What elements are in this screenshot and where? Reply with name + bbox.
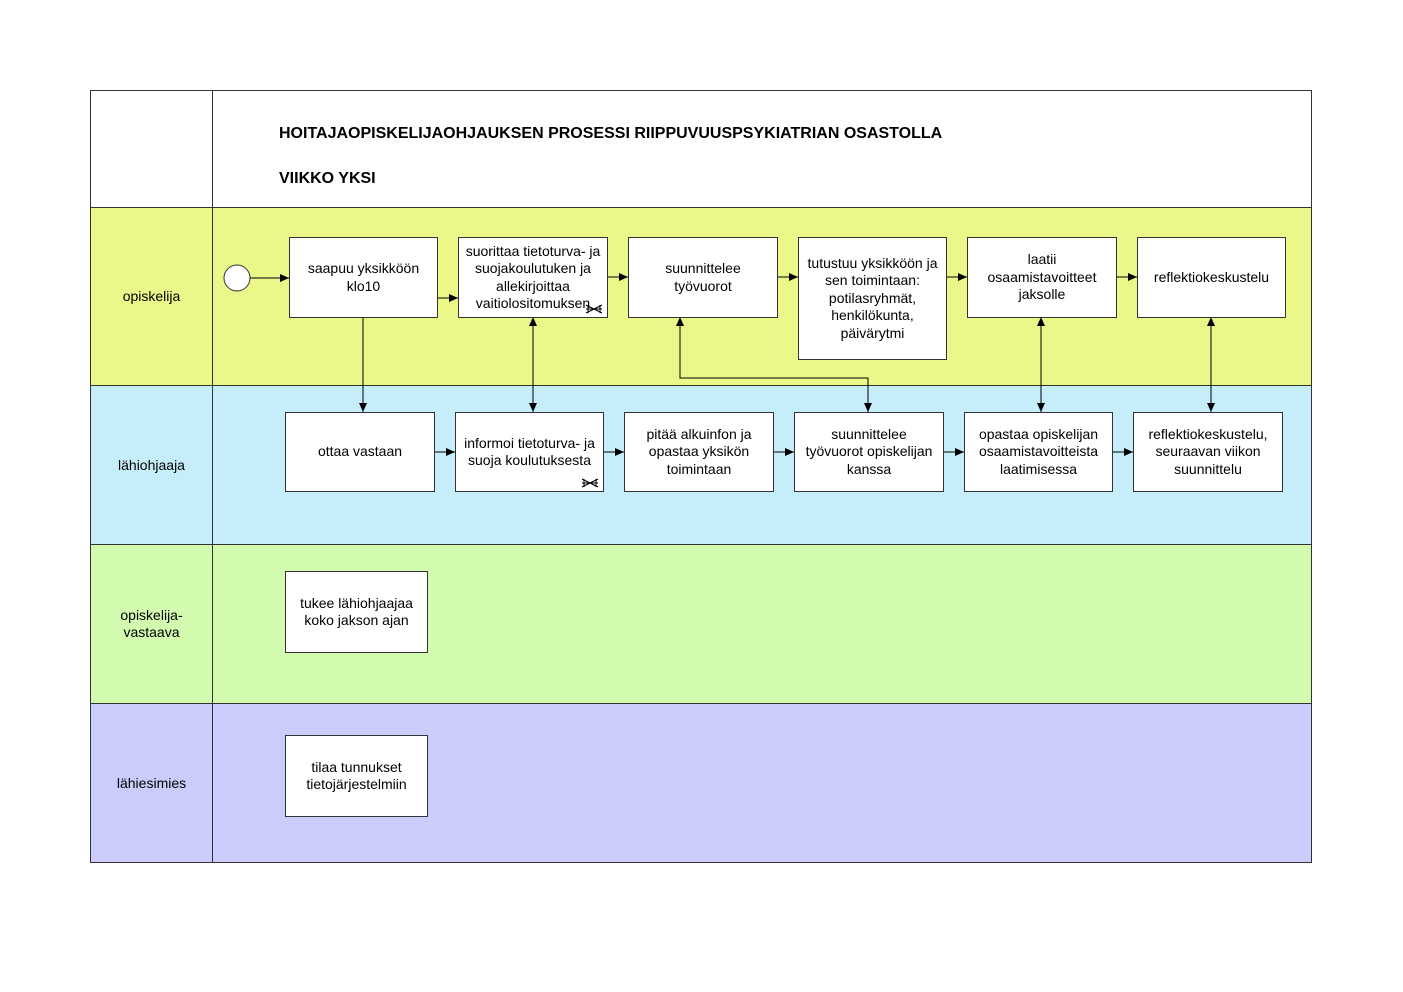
task-tilaa-tunnukset: tilaa tunnukset tietojärjestelmiin — [285, 735, 428, 817]
lane-label: opiskelija- vastaava — [91, 545, 213, 703]
lane-label: opiskelija — [91, 208, 213, 385]
task-tukee-lahiohjaajaa: tukee lähiohjaajaa koko jakson ajan — [285, 571, 428, 653]
task-label: suorittaa tietoturva- ja suojakoulutuken… — [465, 242, 601, 312]
task-reflektiokeskustelu: reflektiokeskustelu — [1137, 237, 1286, 318]
task-saapuu-yksikkoon: saapuu yksikköön klo10 — [289, 237, 438, 318]
lane-label: lähiesimies — [91, 704, 213, 862]
task-label: informoi tietoturva- ja suoja koulutukse… — [464, 434, 595, 469]
task-reflektiokeskustelu-suunnittelu: reflektiokeskustelu, seuraavan viikon su… — [1133, 412, 1283, 492]
task-label: tukee lähiohjaajaa koko jakson ajan — [300, 594, 413, 629]
header-lane-label — [91, 91, 213, 207]
task-suunnittelee-tyovuorot-opiskelijan-kanssa: suunnittelee työvuorot opiskelijan kanss… — [794, 412, 944, 492]
task-label: laatii osaamistavoitteet jaksolle — [987, 251, 1097, 303]
lane-lahiesimies: lähiesimies — [90, 703, 1312, 863]
diagram-subtitle: VIIKKO YKSI — [279, 170, 376, 187]
task-suorittaa-tietoturvakoulutuksen: suorittaa tietoturva- ja suojakoulutuken… — [458, 237, 608, 318]
lane-opiskelijavastaava: opiskelija- vastaava — [90, 544, 1312, 704]
header-lane — [90, 90, 1312, 208]
task-pitaa-alkuinfon: pitää alkuinfon ja opastaa yksikön toimi… — [624, 412, 774, 492]
task-label: reflektiokeskustelu, seuraavan viikon su… — [1148, 425, 1268, 477]
task-label: reflektiokeskustelu — [1153, 268, 1270, 285]
task-opastaa-osaamistavoitteissa: opastaa opiskelijan osaamistavoitteista … — [964, 412, 1113, 492]
task-label: saapuu yksikköön klo10 — [307, 260, 420, 294]
lane-label: lähiohjaaja — [91, 386, 213, 544]
task-label: opastaa opiskelijan osaamistavoitteista … — [978, 425, 1099, 477]
task-suunnittelee-tyovuorot: suunnittelee työvuorot — [628, 237, 778, 318]
task-label: tutustuu yksikköön ja sen toimintaan: po… — [807, 254, 938, 341]
task-label: pitää alkuinfon ja opastaa yksikön toimi… — [646, 425, 752, 477]
task-tutustuu-yksikkoon: tutustuu yksikköön ja sen toimintaan: po… — [798, 237, 947, 360]
task-label: suunnittelee työvuorot opiskelijan kanss… — [805, 425, 933, 477]
task-label: ottaa vastaan — [317, 443, 403, 460]
diagram-title: HOITAJAOPISKELIJAOHJAUKSEN PROSESSI RIIP… — [279, 125, 943, 142]
subprocess-icon — [581, 478, 599, 488]
task-laatii-osaamistavoitteet: laatii osaamistavoitteet jaksolle — [967, 237, 1117, 318]
task-label: suunnittelee työvuorot — [665, 260, 741, 294]
task-informoi-tietoturvakoulutuksesta: informoi tietoturva- ja suoja koulutukse… — [455, 412, 604, 492]
task-label: tilaa tunnukset tietojärjestelmiin — [306, 758, 407, 793]
task-ottaa-vastaan: ottaa vastaan — [285, 412, 435, 492]
subprocess-icon — [585, 304, 603, 314]
